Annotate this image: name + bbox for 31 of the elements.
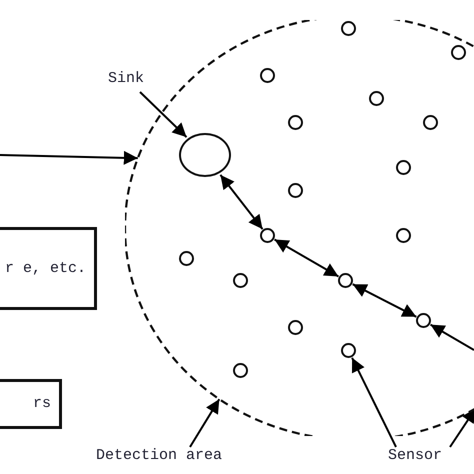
label: Sink — [108, 70, 158, 92]
small-circle — [369, 91, 384, 106]
double-arrow — [274, 238, 339, 278]
label: Detection area — [96, 447, 256, 469]
small-circle — [396, 160, 411, 175]
arrow — [0, 150, 138, 165]
arrow — [189, 398, 220, 448]
small-circle — [396, 228, 411, 243]
small-circle — [233, 363, 248, 378]
small-circle — [179, 251, 194, 266]
small-circle — [423, 115, 438, 130]
text-box: rs — [0, 379, 62, 429]
text-box: r e, etc. — [0, 227, 97, 310]
small-circle — [233, 273, 248, 288]
small-circle — [341, 343, 356, 358]
double-arrow — [220, 174, 264, 230]
label: Sensor — [388, 447, 468, 469]
small-circle — [260, 68, 275, 83]
small-circle — [338, 273, 353, 288]
small-circle — [288, 320, 303, 335]
arrow — [139, 91, 188, 138]
arrow — [430, 324, 474, 351]
small-circle — [288, 183, 303, 198]
small-circle — [288, 115, 303, 130]
small-circle — [341, 21, 356, 36]
small-circle — [451, 45, 466, 60]
small-circle — [260, 228, 275, 243]
arrow — [351, 357, 397, 448]
small-circle — [416, 313, 431, 328]
large-circle — [179, 133, 231, 177]
double-arrow — [352, 283, 417, 318]
